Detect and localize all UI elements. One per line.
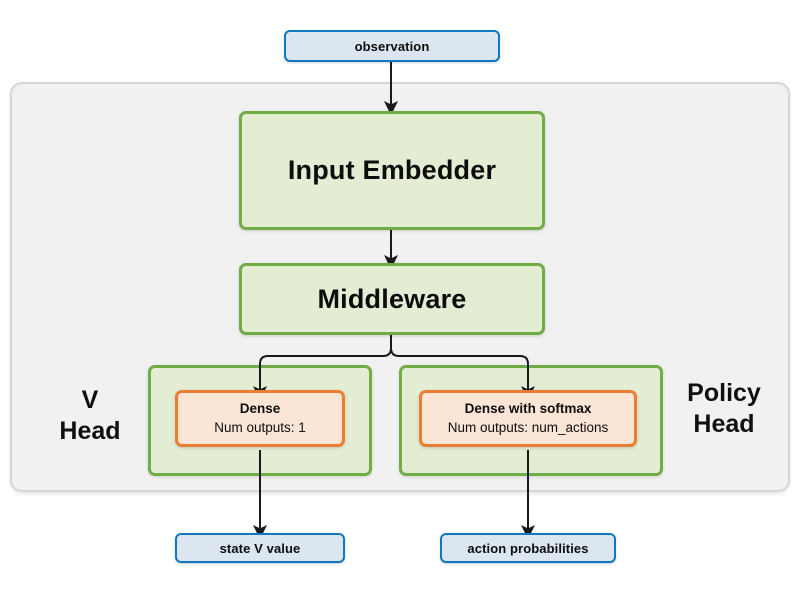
v-head-label-line2: Head (59, 416, 121, 445)
node-dense-v-title: Dense (239, 401, 281, 417)
node-dense-policy-subtitle: Num outputs: num_actions (447, 419, 609, 435)
node-input-embedder[interactable]: Input Embedder (239, 111, 545, 230)
policy-head-label: Policy Head (662, 378, 786, 439)
node-observation-label: observation (354, 38, 430, 54)
node-input-embedder-label: Input Embedder (287, 155, 497, 185)
node-dense-policy[interactable]: Dense with softmax Num outputs: num_acti… (419, 390, 637, 447)
edge-middleware-to-dense-policy (390, 335, 535, 401)
v-head-label-line1: V (81, 386, 99, 414)
policy-head-label-line2: Head (693, 409, 755, 438)
node-middleware[interactable]: Middleware (239, 263, 545, 335)
node-action-probabilities[interactable]: action probabilities (440, 533, 616, 563)
policy-head-label-line1: Policy (687, 379, 761, 407)
node-dense-v[interactable]: Dense Num outputs: 1 (175, 390, 345, 447)
node-dense-v-subtitle: Num outputs: 1 (214, 419, 306, 435)
node-state-v-value-label: state V value (219, 540, 301, 556)
node-action-probabilities-label: action probabilities (467, 540, 589, 556)
node-middleware-label: Middleware (317, 283, 467, 314)
node-state-v-value[interactable]: state V value (175, 533, 345, 563)
node-dense-policy-title: Dense with softmax (464, 401, 592, 417)
v-head-label: V Head (40, 385, 140, 446)
edge-middleware-to-dense-v (252, 335, 392, 401)
node-observation[interactable]: observation (284, 30, 500, 62)
